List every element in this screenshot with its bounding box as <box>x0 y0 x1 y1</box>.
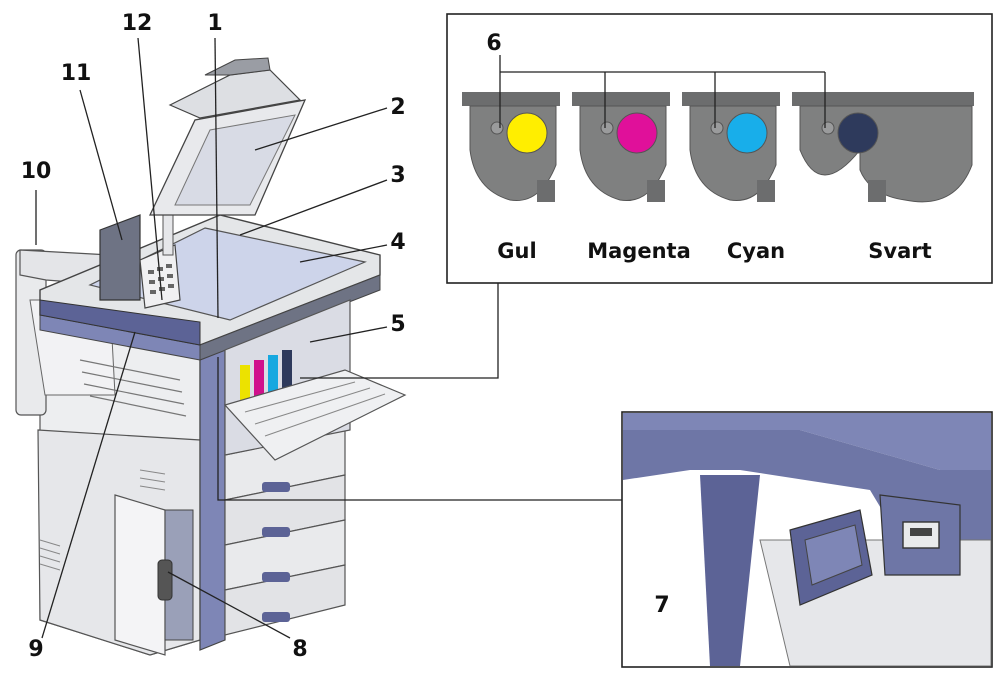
front-cover-ribs <box>244 381 386 437</box>
usb-inset <box>621 411 993 668</box>
front-cover-open <box>223 369 407 461</box>
cartridge-svart <box>792 92 974 203</box>
toner-slots <box>240 350 292 405</box>
cartridge-dot-cyan <box>726 112 768 154</box>
document-feeder-top <box>168 69 302 119</box>
touch-screen <box>99 214 141 301</box>
callout-10: 10 <box>21 159 52 184</box>
vent-grille <box>39 469 166 571</box>
keypad-keys <box>148 264 174 294</box>
cartridge-cyan <box>682 92 780 202</box>
callout-numbers: 1 2 3 4 5 6 7 8 9 10 11 12 <box>21 11 670 662</box>
output-tray-stripes <box>79 359 187 417</box>
keypad-stick <box>162 214 174 256</box>
cartridge-magenta <box>572 92 670 202</box>
callout-1: 1 <box>207 11 222 36</box>
callout-4: 4 <box>390 230 405 255</box>
callout-12: 12 <box>122 11 153 36</box>
callout-9: 9 <box>28 637 43 662</box>
cartridge-label-cyan: Cyan <box>727 239 785 263</box>
cartridge-label-gul: Gul <box>497 239 536 263</box>
feeder-input-tray <box>204 57 271 76</box>
usb-inset-top-panel <box>623 413 991 470</box>
cartridge-group <box>462 92 974 203</box>
cartridge-label-magenta: Magenta <box>587 239 691 263</box>
callout-5: 5 <box>390 312 405 337</box>
waste-toner-handle <box>157 559 173 601</box>
callout-2: 2 <box>390 95 405 120</box>
callout-8: 8 <box>292 637 307 662</box>
cartridge-gul <box>462 92 560 202</box>
cartridge-label-svart: Svart <box>868 239 931 263</box>
usb-inset-column <box>700 475 760 666</box>
cartridge-dot-svart <box>837 112 879 154</box>
callout-6: 6 <box>486 31 501 56</box>
callout-11: 11 <box>61 61 92 86</box>
callout-3: 3 <box>390 163 405 188</box>
paper-drawers <box>224 429 346 636</box>
cartridge-dot-gul <box>506 112 548 154</box>
callout-7: 7 <box>654 593 669 618</box>
document-feeder-mat <box>174 114 296 206</box>
front-door-open <box>114 494 166 656</box>
front-operation-strip <box>39 299 201 346</box>
scanner-right-strip <box>199 274 381 361</box>
callout-6-bracket <box>499 55 826 128</box>
cartridge-dot-magenta <box>616 112 658 154</box>
printer-illustration <box>15 57 407 656</box>
